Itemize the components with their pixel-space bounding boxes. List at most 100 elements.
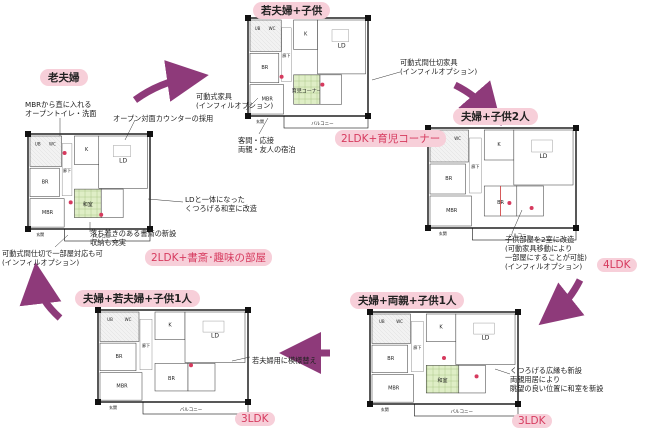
column (515, 401, 521, 407)
balcony (142, 401, 249, 415)
column (245, 15, 251, 21)
flow-arrow-3 (538, 278, 585, 326)
column (245, 113, 251, 119)
column (95, 307, 101, 313)
kitchen-label: K (85, 147, 89, 153)
balcony (414, 403, 519, 417)
note-wet-area-relayout: 若夫婦用に模様替え (252, 356, 317, 365)
bedroom-a (99, 342, 137, 371)
master-bedroom (99, 372, 143, 401)
note-line: オープントイレ・洗面 (25, 109, 97, 118)
kitchen (425, 313, 457, 342)
kitchen (483, 129, 515, 161)
genkan-label: 玄関 (36, 231, 44, 237)
flow-arrow-1 (132, 60, 209, 103)
mbr-label: MBR (388, 385, 400, 391)
tatami-room (74, 188, 102, 218)
note-line: オープン対面カウンターの採用 (113, 114, 214, 123)
wc-label: WC (125, 317, 132, 322)
note-line: くつろげる和室に改造 (185, 204, 257, 213)
column (365, 113, 371, 119)
bedroom-label: BR (42, 179, 49, 185)
note-line: 眺望の良い位置に和室を新設 (510, 384, 604, 393)
room-c (458, 365, 486, 394)
column (425, 125, 431, 131)
ld-label: LD (481, 335, 489, 342)
stage-title-couple-two-children: 夫婦+子供2人 (453, 108, 538, 125)
ld-label: LD (211, 333, 219, 340)
wc-label: WC (269, 26, 276, 31)
table-icon (473, 322, 495, 335)
highlight-dot (279, 74, 284, 79)
room-c (319, 74, 342, 105)
wet-area (29, 135, 62, 167)
balcony-label: バルコニー (311, 121, 334, 127)
bedroom-label: BR (387, 356, 394, 362)
bedroom-label: BR (116, 354, 123, 360)
note-partition-furniture: 可動式間仕切家具 (インフィルオプション) (400, 58, 477, 76)
living-dining (184, 311, 246, 363)
highlight-dot (442, 356, 446, 360)
note-line: 両親・友人の宿泊 (238, 145, 296, 154)
table-icon (113, 145, 131, 157)
balcony-label: バルコニー (509, 233, 532, 239)
flow-arrow-2 (453, 80, 502, 126)
wc-label: WC (454, 136, 461, 141)
stage-title-elderly-couple: 老夫婦 (40, 69, 88, 86)
genkan-label: 玄関 (381, 406, 389, 412)
note-ld-tatami: LDと一体になった くつろげる和室に改造 (185, 195, 257, 213)
kitchen-label: K (439, 325, 443, 331)
kitchen (154, 311, 186, 340)
column (365, 15, 371, 21)
note-line: (可動家具移動により (505, 244, 573, 253)
room-c (516, 185, 544, 217)
tatami-room (293, 74, 321, 105)
note-line: (インフィルオプション) (400, 67, 478, 76)
note-line: (インフィルオプション) (505, 262, 583, 271)
ub-label: UB (255, 26, 261, 31)
room-c (100, 188, 124, 218)
hall-label: 廊下 (413, 344, 421, 350)
column (147, 131, 153, 137)
column (367, 401, 373, 407)
layout-tag-couple-two-children: 4LDK (597, 258, 637, 272)
layout-tag-couple-young-couple-child: 3LDK (235, 412, 275, 426)
flow-arrow-5 (19, 262, 63, 321)
bedroom-a (371, 344, 408, 373)
layout-tag-elderly-couple: 2LDK+書斎･趣味の部屋 (145, 249, 273, 266)
column (95, 399, 101, 405)
tatami-label: 和室 (438, 377, 448, 384)
column (25, 226, 31, 232)
table-icon (202, 320, 225, 333)
kitchen (293, 19, 318, 50)
master-bedroom (371, 374, 414, 403)
wet-area (99, 311, 140, 342)
column (147, 226, 153, 232)
column (245, 307, 251, 313)
living-dining (455, 313, 516, 365)
note-line: LDと一体になった (185, 195, 245, 204)
genkan-label: 玄関 (439, 230, 447, 236)
note-movable-furniture: 可動式家具 (インフィルオプション) (196, 92, 273, 110)
stage-title-couple-parents-child: 夫婦+両親+子供1人 (350, 292, 465, 309)
balcony (64, 228, 151, 242)
ld-label: LD (338, 42, 346, 49)
bedroom-a (249, 53, 280, 83)
wc-label: WC (49, 141, 56, 146)
balcony (472, 227, 577, 241)
table-icon (531, 139, 553, 153)
note-mbr-toilet: MBRから直に入れる オープントイレ・洗面 (25, 100, 96, 118)
layout-tag-young-couple-child: 2LDK+育児コーナー (335, 130, 447, 147)
stage-title-young-couple-child: 若夫婦+子供 (253, 2, 331, 19)
kitchen-label: K (168, 323, 172, 329)
hall-label: 廊下 (282, 52, 290, 58)
hallway (469, 137, 482, 194)
ld-label: LD (539, 153, 547, 160)
note-line: (インフィルオプション) (196, 101, 274, 110)
note-partition-one-room: 可動式間仕切で一部屋対応も可 (インフィルオプション) (2, 249, 103, 267)
